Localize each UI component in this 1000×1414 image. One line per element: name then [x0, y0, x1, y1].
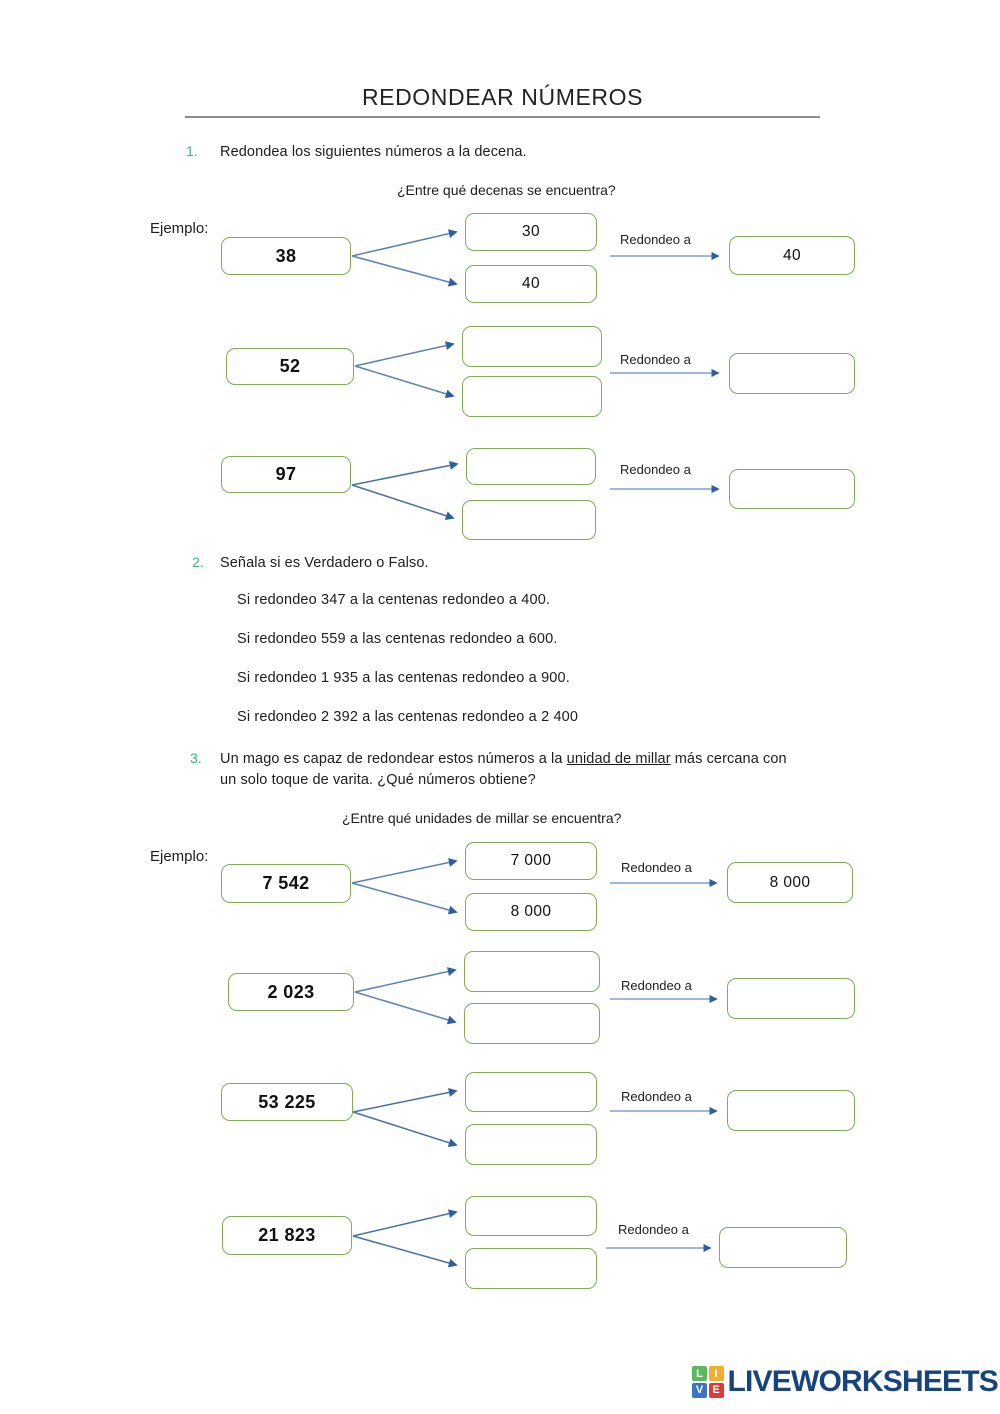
redondeo-label: Redondeo a — [620, 352, 691, 367]
section-3-number: 3. — [190, 750, 202, 766]
logo-tile-l: L — [692, 1366, 707, 1381]
redondeo-label: Redondeo a — [620, 232, 691, 247]
true-false-statement[interactable]: Si redondeo 559 a las centenas redondeo … — [237, 631, 558, 647]
logo-tile-v: V — [692, 1382, 707, 1398]
result-box[interactable]: 8 000 — [727, 862, 853, 903]
result-box[interactable] — [727, 978, 855, 1019]
section-1-prompt: ¿Entre qué decenas se encuentra? — [397, 182, 616, 198]
section-3-prompt: ¿Entre qué unidades de millar se encuent… — [342, 810, 622, 826]
result-box[interactable] — [729, 469, 855, 509]
upper-bound-box[interactable] — [465, 1248, 597, 1289]
lower-bound-box[interactable] — [462, 326, 602, 367]
redondeo-label: Redondeo a — [621, 1089, 692, 1104]
logo-tile-i: I — [708, 1366, 724, 1381]
page-title: REDONDEAR NÚMEROS — [361, 84, 644, 110]
redondeo-label: Redondeo a — [620, 462, 691, 477]
section-3-instruction-part2: más cercana con — [670, 751, 787, 767]
source-box[interactable]: 97 — [221, 456, 351, 493]
lower-bound-box[interactable] — [465, 1072, 597, 1112]
lower-bound-box[interactable]: 7 000 — [465, 842, 597, 880]
section-3-instruction: Un mago es capaz de redondear estos núme… — [220, 749, 830, 791]
section-2-instruction: Señala si es Verdadero o Falso. — [220, 555, 429, 571]
true-false-statement[interactable]: Si redondeo 347 a la centenas redondeo a… — [237, 592, 551, 608]
result-box[interactable] — [729, 353, 855, 394]
section-1-example-label: Ejemplo: — [150, 220, 209, 237]
section-3-instruction-line2: un solo toque de varita. ¿Qué números ob… — [220, 772, 536, 789]
source-box[interactable]: 38 — [221, 237, 351, 275]
section-3-instruction-part1: Un mago es capaz de redondear estos núme… — [220, 751, 567, 767]
upper-bound-box[interactable]: 8 000 — [465, 893, 597, 931]
source-box[interactable]: 21 823 — [222, 1216, 352, 1255]
source-box[interactable]: 53 225 — [221, 1083, 353, 1121]
upper-bound-box[interactable] — [465, 1124, 597, 1165]
true-false-statement[interactable]: Si redondeo 1 935 a las centenas redonde… — [237, 670, 570, 686]
source-box[interactable]: 52 — [226, 348, 354, 385]
lower-bound-box[interactable]: 30 — [465, 213, 597, 251]
section-3-instruction-underlined: unidad de millar — [566, 751, 671, 767]
upper-bound-box[interactable] — [464, 1003, 600, 1044]
lower-bound-box[interactable] — [465, 1196, 597, 1236]
lower-bound-box[interactable] — [464, 951, 600, 992]
source-box[interactable]: 2 023 — [228, 973, 354, 1011]
title-divider — [185, 116, 820, 118]
upper-bound-box[interactable]: 40 — [465, 265, 597, 303]
logo-tiles: L I V E — [692, 1366, 724, 1398]
redondeo-label: Redondeo a — [621, 860, 692, 875]
logo-tile-e: E — [708, 1382, 724, 1398]
true-false-statement[interactable]: Si redondeo 2 392 a las centenas redonde… — [237, 709, 579, 725]
source-box[interactable]: 7 542 — [221, 864, 351, 903]
section-1-instruction: Redondea los siguientes números a la dec… — [220, 144, 527, 160]
section-1-number: 1. — [186, 143, 198, 159]
upper-bound-box[interactable] — [462, 376, 602, 417]
upper-bound-box[interactable] — [462, 500, 596, 540]
result-box[interactable] — [719, 1227, 847, 1268]
redondeo-label: Redondeo a — [621, 978, 692, 993]
section-2-number: 2. — [192, 554, 204, 570]
result-box[interactable]: 40 — [729, 236, 855, 275]
result-box[interactable] — [727, 1090, 855, 1131]
liveworksheets-logo: L I V E LIVEWORKSHEETS — [692, 1364, 999, 1398]
logo-wordmark: LIVEWORKSHEETS — [727, 1364, 999, 1398]
lower-bound-box[interactable] — [466, 448, 596, 485]
redondeo-label: Redondeo a — [618, 1222, 689, 1237]
section-3-example-label: Ejemplo: — [150, 848, 209, 865]
